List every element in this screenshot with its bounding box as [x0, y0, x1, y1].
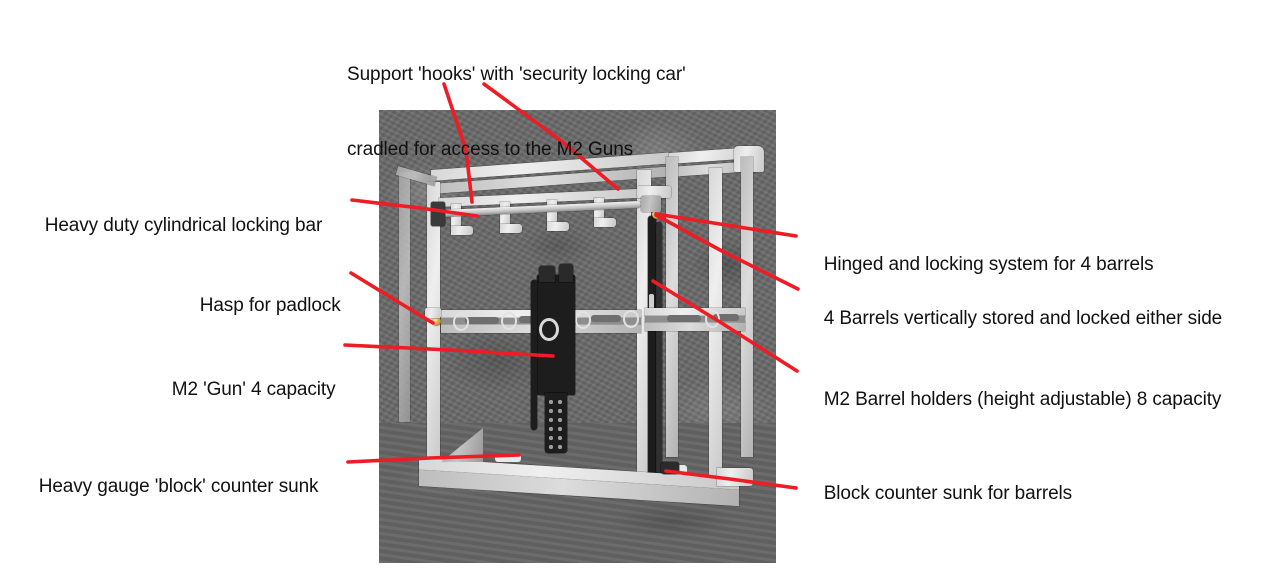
heavy-duty-cylindrical-locking-bar-label: Heavy duty cylindrical locking bar — [44, 215, 323, 236]
barrel-holder-slot-1 — [667, 315, 701, 322]
barrel-hinge-bracket — [641, 196, 661, 212]
hasp-for-padlock-label: Hasp for padlock — [199, 295, 341, 316]
hasp-padlock-eye — [432, 317, 441, 326]
m2-gun-buffer-tube — [559, 264, 573, 282]
support-hook-3-lip — [547, 222, 569, 231]
m2-gun-4-capacity: M2 'Gun' 4 capacity — [151, 352, 336, 427]
support-hook-4-lip — [594, 218, 616, 227]
heavy-gauge-block-counter-sunk-label: Heavy gauge 'block' counter sunk — [38, 476, 319, 497]
cradle-slot-1 — [465, 317, 499, 324]
stored-barrel-2 — [656, 222, 662, 474]
support-hooks-title: Support 'hooks' with 'security locking c… — [347, 12, 686, 212]
barrel-holder-rail-lower — [645, 322, 745, 331]
support-hooks-title-line1: Support 'hooks' with 'security locking c… — [347, 64, 686, 85]
support-hook-4-stem — [594, 198, 604, 222]
support-hook-3-stem — [547, 200, 557, 226]
m2-gun-top-cover — [539, 266, 555, 282]
m2-gun-support-rod — [531, 280, 537, 430]
support-hook-1-lip — [451, 226, 473, 235]
hinged-and-locking-system-label: Hinged and locking system for 4 barrels — [823, 254, 1154, 275]
m2-gun-jacket-perforations — [547, 398, 565, 450]
support-hook-2-stem — [500, 202, 510, 228]
rack-right-rear-post — [741, 157, 753, 457]
block-counter-sunk-barrel-foot — [661, 462, 679, 474]
m2-gun-4-capacity-label: M2 'Gun' 4 capacity — [171, 379, 336, 400]
heavy-duty-cylindrical-locking-bar: Heavy duty cylindrical locking bar — [24, 188, 323, 263]
cradle-ring-1 — [453, 313, 469, 331]
rack-left-front-post — [427, 182, 440, 472]
m2-gun-charging-ring — [539, 318, 559, 341]
stored-barrel-1 — [648, 216, 656, 476]
hasp-plate — [425, 308, 441, 318]
barrel-holder-ring-1 — [705, 310, 720, 328]
support-hooks-title-line2: cradled for access to the M2 Guns — [347, 139, 634, 160]
cradle-ring-4 — [623, 310, 639, 328]
cradle-ring-3 — [575, 311, 591, 329]
four-barrels-vertically-stored-label: 4 Barrels vertically stored and locked e… — [823, 308, 1223, 329]
cradle-slot-3 — [591, 315, 621, 322]
block-counter-sunk-for-barrels: Block counter sunk for barrels — [803, 456, 1072, 531]
support-hook-2-lip — [500, 224, 522, 233]
m2-barrel-holders: M2 Barrel holders (height adjustable) 8 … — [803, 362, 1222, 437]
hinged-and-locking-system: Hinged and locking system for 4 barrels — [803, 227, 1154, 302]
cradle-ring-2 — [501, 312, 517, 330]
heavy-gauge-block-counter-sunk: Heavy gauge 'block' counter sunk — [18, 449, 319, 524]
m2-barrel-holders-label: M2 Barrel holders (height adjustable) 8 … — [823, 389, 1222, 410]
counter-sunk-pad-left — [495, 454, 521, 462]
four-barrels-vertically-stored: 4 Barrels vertically stored and locked e… — [803, 281, 1223, 356]
barrel-hinge-locking-plate — [637, 186, 671, 198]
rack-centre-front-post — [637, 170, 651, 482]
base-block-right-return — [717, 468, 753, 486]
block-counter-sunk-for-barrels-label: Block counter sunk for barrels — [823, 483, 1073, 504]
hasp-for-padlock: Hasp for padlock — [179, 268, 341, 343]
